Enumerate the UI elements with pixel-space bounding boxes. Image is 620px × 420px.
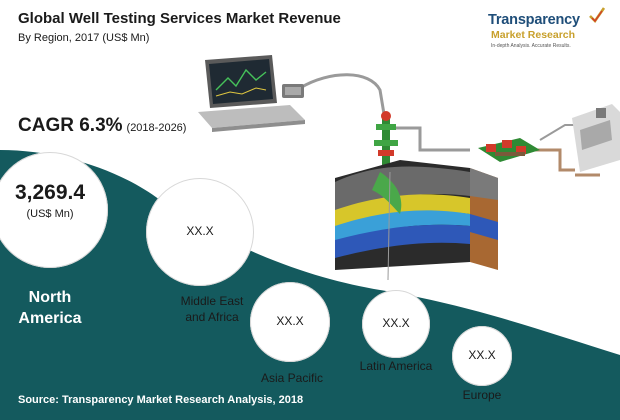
cagr-value: CAGR 6.3%: [18, 115, 123, 136]
bubble-value: XX.X: [186, 224, 214, 239]
cagr-callout: CAGR 6.3%(2018-2026): [18, 115, 186, 137]
company-logo: Transparency Market Research In-depth An…: [488, 7, 608, 52]
tank-unit-graphic: [572, 104, 620, 172]
separator-equipment-graphic: [478, 138, 540, 162]
checkmark-icon: [589, 7, 606, 24]
bubble-value: 3,269.4: [14, 181, 86, 205]
bubble-value: XX.X: [468, 348, 496, 363]
region-bubble-europe: XX.X: [452, 326, 512, 386]
chart-subtitle: By Region, 2017 (US$ Mn): [18, 32, 150, 44]
region-label: Asia Pacific: [260, 371, 324, 385]
bubble-value: XX.X: [382, 316, 410, 331]
source-note: Source: Transparency Market Research Ana…: [18, 394, 304, 406]
bubble-unit: (US$ Mn): [26, 208, 74, 220]
region-label: Europe: [462, 388, 502, 402]
wellhead-graphic: [374, 111, 398, 170]
bubble-value: XX.X: [276, 314, 304, 329]
geology-block-graphic: [335, 160, 498, 270]
laptop-graphic: [198, 55, 305, 132]
logo-tagline: In-depth Analysis. Accurate Results.: [491, 43, 571, 49]
region-bubble-north-america: 3,269.4 (US$ Mn): [0, 152, 108, 268]
region-label: Latin America: [359, 359, 433, 373]
logo-line1: Transparency: [488, 12, 580, 28]
cagr-period: (2018-2026): [126, 122, 187, 134]
logo-line2: Market Research: [491, 29, 576, 41]
chart-title: Global Well Testing Services Market Reve…: [18, 10, 341, 27]
region-bubble-middle-east-and-africa: XX.X: [146, 178, 254, 286]
region-bubble-latin-america: XX.X: [362, 290, 430, 358]
region-bubble-asia-pacific: XX.X: [250, 282, 330, 362]
